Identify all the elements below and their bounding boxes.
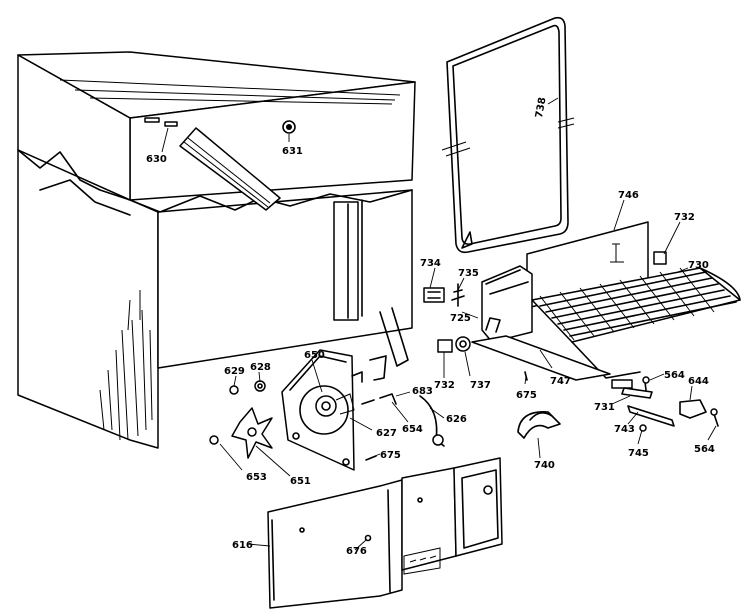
label-725: 725 bbox=[450, 313, 471, 324]
label-653: 653 bbox=[246, 472, 267, 483]
label-616: 616 bbox=[232, 540, 253, 551]
label-626: 626 bbox=[446, 414, 467, 425]
label-629: 629 bbox=[224, 366, 245, 377]
small-parts-group bbox=[423, 283, 528, 381]
label-644: 644 bbox=[688, 376, 709, 387]
evaporator bbox=[471, 221, 741, 389]
label-730: 730 bbox=[688, 260, 709, 271]
label-683: 683 bbox=[412, 386, 433, 397]
brackets bbox=[517, 376, 719, 439]
label-631: 631 bbox=[282, 146, 303, 157]
label-732-lower: 732 bbox=[434, 380, 455, 391]
label-747: 747 bbox=[550, 376, 571, 387]
label-650: 650 bbox=[304, 350, 325, 361]
label-628: 628 bbox=[250, 362, 271, 373]
label-627: 627 bbox=[376, 428, 397, 439]
label-675: 675 bbox=[380, 450, 401, 461]
label-737: 737 bbox=[470, 380, 491, 391]
label-735: 735 bbox=[458, 268, 479, 279]
label-564: 564 bbox=[664, 370, 685, 381]
label-743: 743 bbox=[614, 424, 635, 435]
cabinet bbox=[17, 51, 416, 449]
label-654: 654 bbox=[402, 424, 423, 435]
rear-panel bbox=[267, 457, 503, 609]
label-630: 630 bbox=[146, 154, 167, 165]
label-734: 734 bbox=[420, 258, 441, 269]
label-651: 651 bbox=[290, 476, 311, 487]
label-732: 732 bbox=[674, 212, 695, 223]
label-564-lower: 564 bbox=[694, 444, 715, 455]
label-731: 731 bbox=[594, 402, 615, 413]
leader-lines bbox=[161, 97, 717, 551]
door-gasket bbox=[441, 16, 575, 254]
label-738: 738 bbox=[534, 96, 548, 119]
part-labels: 738 746 732 730 734 735 725 630 631 650 … bbox=[146, 96, 715, 557]
label-746: 746 bbox=[618, 190, 639, 201]
label-675-right: 675 bbox=[516, 390, 537, 401]
label-676: 676 bbox=[346, 546, 367, 557]
label-745: 745 bbox=[628, 448, 649, 459]
fan-assembly bbox=[209, 349, 445, 471]
label-740: 740 bbox=[534, 460, 555, 471]
